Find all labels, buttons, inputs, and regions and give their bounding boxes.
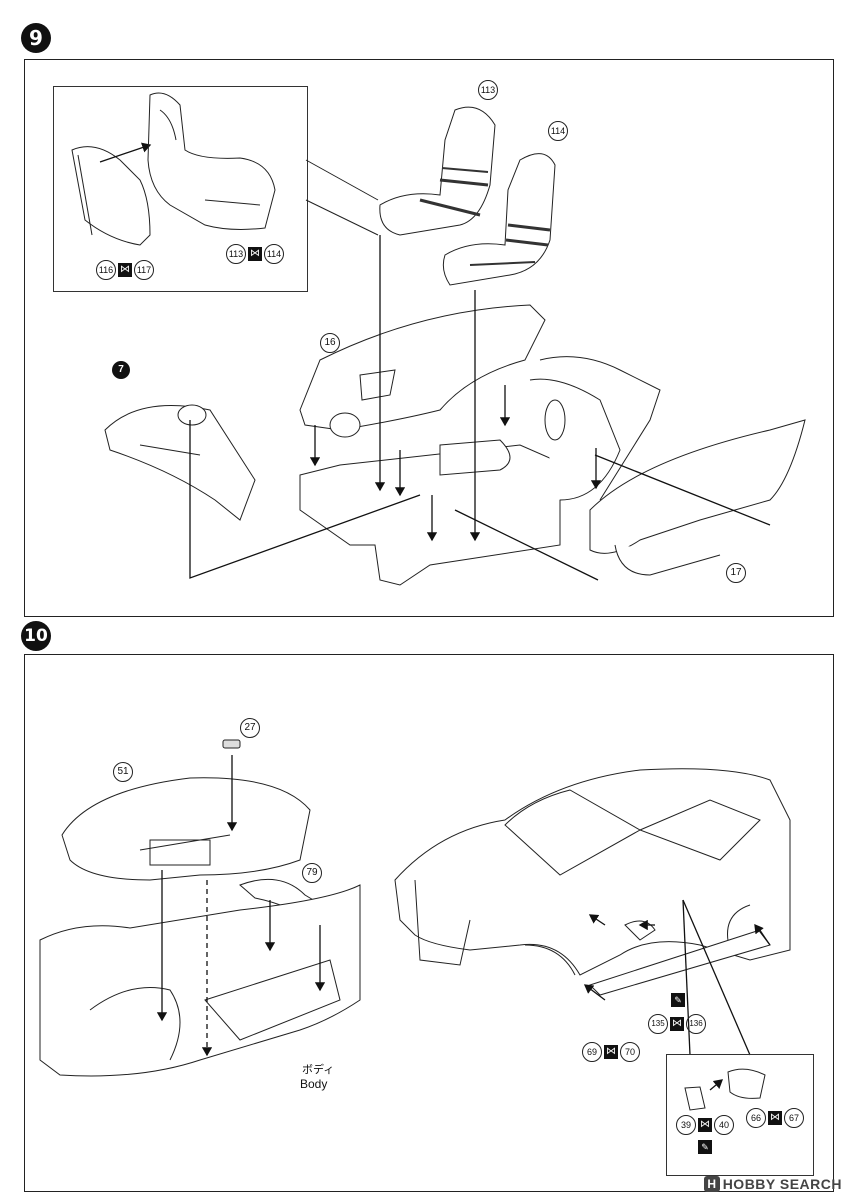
- part-number-66: 66: [746, 1108, 766, 1128]
- part-number-136: 136: [686, 1014, 706, 1034]
- part-number-113: 113: [226, 244, 246, 264]
- bowtie-pair-icon: ⋈: [248, 247, 262, 261]
- inset-pair-113-114: 113 ⋈ 114: [226, 244, 284, 264]
- part-label-dashboard-7: 7: [112, 361, 130, 379]
- mirror-detail-inset: [666, 1054, 814, 1176]
- step-9-badge: 9: [21, 23, 51, 53]
- part-number-69: 69: [582, 1042, 602, 1062]
- part-number-79: 79: [302, 863, 322, 883]
- glue-tube-icon: ✎: [698, 1140, 712, 1154]
- pair-69-70: 69 ⋈ 70: [582, 1042, 640, 1062]
- step-number: 9: [29, 26, 43, 50]
- part-label-side-17: 17: [726, 563, 746, 583]
- part-number-117: 117: [134, 260, 154, 280]
- part-label-27: 27: [240, 718, 260, 738]
- bowtie-pair-icon: ⋈: [118, 263, 132, 277]
- part-number-70: 70: [620, 1042, 640, 1062]
- seat-113: [379, 106, 496, 236]
- body-label-en: Body: [300, 1077, 328, 1091]
- hobby-search-logo-icon: H: [703, 1176, 720, 1192]
- rear-body: [39, 884, 361, 1077]
- part-number-114: 114: [264, 244, 284, 264]
- part-number-40: 40: [714, 1115, 734, 1135]
- part-label-51: 51: [113, 762, 133, 782]
- part-number-7: 7: [112, 361, 130, 379]
- side-panel-17: [589, 419, 806, 576]
- part-label-79: 79: [302, 863, 322, 883]
- car-body: [394, 768, 791, 976]
- bowtie-pair-icon: ⋈: [768, 1111, 782, 1125]
- part-number-39: 39: [676, 1115, 696, 1135]
- part-label-door-16: 16: [320, 333, 340, 353]
- part-number-17: 17: [726, 563, 746, 583]
- bowtie-pair-icon: ⋈: [698, 1118, 712, 1132]
- pair-135-136: 135 ⋈ 136: [648, 1014, 706, 1034]
- inset-seat: [147, 92, 276, 230]
- dashboard-7: [104, 404, 256, 521]
- part-number-114: 114: [548, 121, 568, 141]
- hobby-search-watermark: H HOBBY SEARCH: [703, 1176, 842, 1192]
- rear-panel-51: [61, 777, 311, 881]
- part-label-seat-113: 113: [478, 80, 498, 100]
- pair-66-67: 66 ⋈ 67: [746, 1108, 804, 1128]
- part-number-51: 51: [113, 762, 133, 782]
- part-number-116: 116: [96, 260, 116, 280]
- part-number-113: 113: [478, 80, 498, 100]
- part-27: [222, 739, 241, 749]
- part-number-16: 16: [320, 333, 340, 353]
- part-number-27: 27: [240, 718, 260, 738]
- step-10-badge: 10: [21, 621, 51, 651]
- seat-114: [442, 153, 556, 286]
- part-number-135: 135: [648, 1014, 668, 1034]
- watermark-text: HOBBY SEARCH: [722, 1176, 842, 1192]
- pair-39-40: 39 ⋈ 40: [676, 1115, 734, 1135]
- part-label-seat-114: 114: [548, 121, 568, 141]
- step-number: 10: [24, 626, 48, 646]
- step-10-panel: [24, 654, 834, 1192]
- glue-tube-icon: ✎: [671, 993, 685, 1007]
- bowtie-pair-icon: ⋈: [670, 1017, 684, 1031]
- seat-back-panel: [71, 146, 151, 246]
- door-panel-16: [299, 304, 546, 438]
- bowtie-pair-icon: ⋈: [604, 1045, 618, 1059]
- part-number-67: 67: [784, 1108, 804, 1128]
- body-label-jp: ボディ: [302, 1064, 335, 1076]
- mirror-parts-inset-art: [684, 1068, 766, 1111]
- inset-pair-116-117: 116 ⋈ 117: [96, 260, 154, 280]
- interior-tub: [299, 356, 661, 586]
